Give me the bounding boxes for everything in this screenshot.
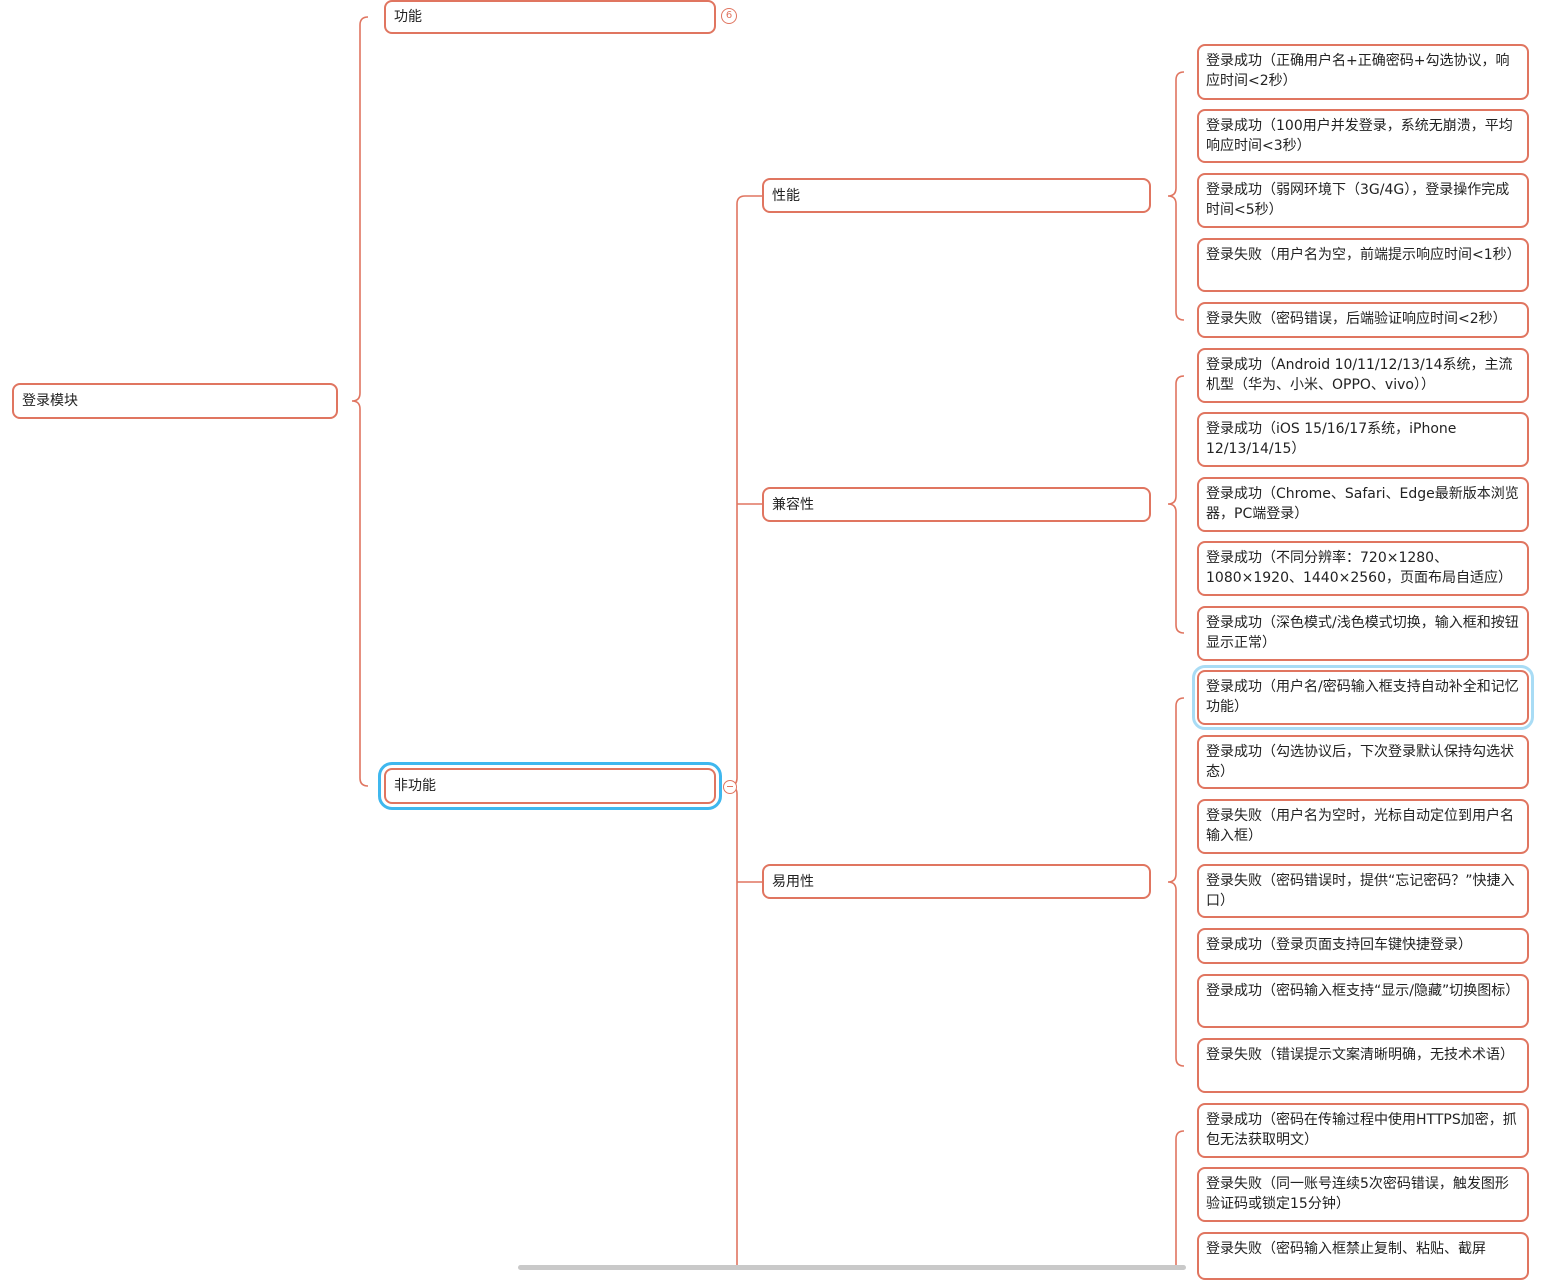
root-branch-brace <box>351 16 369 787</box>
leaf-label: 登录失败（用户名为空时，光标自动定位到用户名输入框） <box>1206 808 1514 844</box>
leaf-node[interactable]: 登录失败（同一账号连续5次密码错误，触发图形验证码或锁定15分钟） <box>1197 1167 1529 1222</box>
leaf-label: 登录成功（勾选协议后，下次登录默认保持勾选状态） <box>1206 744 1514 780</box>
leaf-label: 登录成功（用户名/密码输入框支持自动补全和记忆功能） <box>1206 679 1519 715</box>
category-node-performance[interactable]: 性能 <box>762 178 1151 213</box>
leaf-label: 登录成功（正确用户名+正确密码+勾选协议，响应时间<2秒） <box>1206 53 1510 89</box>
collapsed-count-badge[interactable]: 6 <box>721 8 737 24</box>
leaf-label: 登录成功（弱网环境下（3G/4G），登录操作完成时间<5秒） <box>1206 182 1510 218</box>
category-node-usability[interactable]: 易用性 <box>762 864 1151 899</box>
leaf-node[interactable]: 登录失败（错误提示文案清晰明确，无技术术语） <box>1197 1038 1529 1093</box>
category-label: 性能 <box>772 187 800 204</box>
leaf-node[interactable]: 登录成功（iOS 15/16/17系统，iPhone 12/13/14/15） <box>1197 412 1529 467</box>
leaf-node[interactable]: 登录成功（100用户并发登录，系统无崩溃，平均响应时间<3秒） <box>1197 109 1529 163</box>
functional-node-label: 功能 <box>394 9 422 25</box>
leaf-label: 登录成功（100用户并发登录，系统无崩溃，平均响应时间<3秒） <box>1206 118 1513 154</box>
leaf-label: 登录成功（登录页面支持回车键快捷登录） <box>1206 937 1472 953</box>
root-node-label: 登录模块 <box>22 393 78 409</box>
leaf-node[interactable]: 登录成功（Chrome、Safari、Edge最新版本浏览器，PC端登录） <box>1197 477 1529 532</box>
leaf-node[interactable]: 登录失败（密码错误时，提供“忘记密码？”快捷入口） <box>1197 864 1529 918</box>
leaf-node[interactable]: 登录成功（Android 10/11/12/13/14系统，主流机型（华为、小米… <box>1197 348 1529 403</box>
leaf-label: 登录失败（密码错误时，提供“忘记密码？”快捷入口） <box>1206 873 1515 909</box>
leaf-node[interactable]: 登录成功（深色模式/浅色模式切换，输入框和按钮显示正常） <box>1197 606 1529 661</box>
leaf-label: 登录成功（iOS 15/16/17系统，iPhone 12/13/14/15） <box>1206 421 1457 457</box>
leaf-label: 登录失败（错误提示文案清晰明确，无技术术语） <box>1206 1047 1514 1063</box>
leaf-node[interactable]: 登录失败（用户名为空时，光标自动定位到用户名输入框） <box>1197 799 1529 854</box>
leaf-node[interactable]: 登录成功（登录页面支持回车键快捷登录） <box>1197 928 1529 964</box>
leaf-node[interactable]: 登录成功（用户名/密码输入框支持自动补全和记忆功能） <box>1192 665 1534 730</box>
leaf-label: 登录失败（密码错误，后端验证响应时间<2秒） <box>1206 311 1507 327</box>
leaf-label: 登录失败（同一账号连续5次密码错误，触发图形验证码或锁定15分钟） <box>1206 1176 1509 1212</box>
non-functional-node-label: 非功能 <box>394 778 436 794</box>
collapse-toggle-icon[interactable] <box>723 780 737 794</box>
leaf-label: 登录成功（不同分辨率：720×1280、1080×1920、1440×2560，… <box>1206 550 1512 586</box>
usability-branch-brace <box>1167 697 1185 1067</box>
leaf-label: 登录失败（用户名为空，前端提示响应时间<1秒） <box>1206 247 1521 263</box>
leaf-node[interactable]: 登录失败（密码错误，后端验证响应时间<2秒） <box>1197 302 1529 338</box>
root-node[interactable]: 登录模块 <box>12 383 338 419</box>
non-functional-branch-brace <box>728 195 746 1270</box>
functional-node[interactable]: 功能 <box>384 0 716 34</box>
leaf-node[interactable]: 登录失败（用户名为空，前端提示响应时间<1秒） <box>1197 238 1529 292</box>
category-node-compatibility[interactable]: 兼容性 <box>762 487 1151 522</box>
leaf-node[interactable]: 登录成功（密码输入框支持“显示/隐藏”切换图标） <box>1197 974 1529 1028</box>
horizontal-scrollbar[interactable] <box>518 1265 1186 1270</box>
leaf-node[interactable]: 登录成功（不同分辨率：720×1280、1080×1920、1440×2560，… <box>1197 541 1529 596</box>
non-functional-node[interactable]: 非功能 <box>378 762 722 810</box>
leaf-node[interactable]: 登录成功（勾选协议后，下次登录默认保持勾选状态） <box>1197 735 1529 789</box>
leaf-node[interactable]: 登录成功（正确用户名+正确密码+勾选协议，响应时间<2秒） <box>1197 44 1529 100</box>
category-label: 易用性 <box>772 873 814 890</box>
leaf-label: 登录成功（Chrome、Safari、Edge最新版本浏览器，PC端登录） <box>1206 486 1519 522</box>
security-branch-brace <box>1175 1130 1185 1270</box>
leaf-node[interactable]: 登录成功（密码在传输过程中使用HTTPS加密，抓包无法获取明文） <box>1197 1103 1529 1158</box>
leaf-node[interactable]: 登录失败（密码输入框禁止复制、粘贴、截屏 <box>1197 1232 1529 1280</box>
performance-branch-brace <box>1167 71 1185 321</box>
leaf-label: 登录成功（Android 10/11/12/13/14系统，主流机型（华为、小米… <box>1206 357 1513 393</box>
leaf-label: 登录成功（密码输入框支持“显示/隐藏”切换图标） <box>1206 983 1520 999</box>
leaf-label: 登录失败（密码输入框禁止复制、粘贴、截屏 <box>1206 1241 1486 1257</box>
leaf-node[interactable]: 登录成功（弱网环境下（3G/4G），登录操作完成时间<5秒） <box>1197 173 1529 228</box>
compatibility-branch-brace <box>1167 375 1185 634</box>
leaf-label: 登录成功（深色模式/浅色模式切换，输入框和按钮显示正常） <box>1206 615 1519 651</box>
category-label: 兼容性 <box>772 496 814 513</box>
leaf-label: 登录成功（密码在传输过程中使用HTTPS加密，抓包无法获取明文） <box>1206 1112 1517 1148</box>
